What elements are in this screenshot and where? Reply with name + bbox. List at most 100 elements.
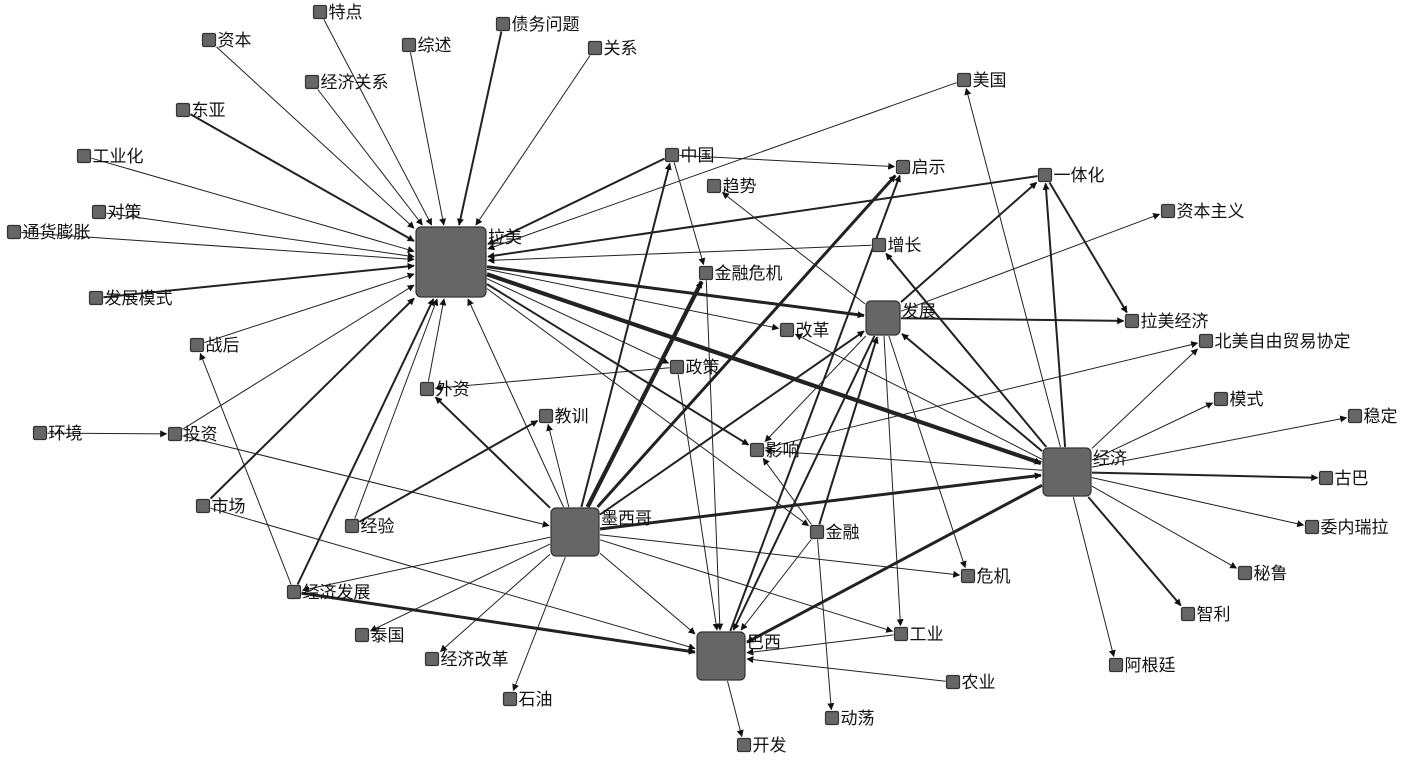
edge-meiguo-lamei — [487, 82, 957, 251]
node-label-agenting: 阿根廷 — [1125, 656, 1176, 676]
node-label-jinrong: 金融 — [826, 523, 860, 543]
node-guba — [1318, 470, 1334, 486]
node-tedian — [312, 4, 328, 20]
node-label-waizi: 外资 — [436, 380, 470, 400]
node-label-meiguo: 美国 — [973, 71, 1007, 91]
node-label-huanjing: 环境 — [49, 424, 83, 444]
node-jingjifazhan — [286, 584, 302, 600]
edge-economy-guba — [1091, 471, 1319, 482]
node-zhanhou — [189, 337, 205, 353]
edge-jinrong-yingxiang — [762, 457, 812, 525]
node-wending — [1347, 408, 1363, 424]
node-weiji — [960, 568, 976, 584]
node-fazhanmoshi — [88, 290, 104, 306]
node-jingjigaige — [424, 651, 440, 667]
node-label-dongdang: 动荡 — [841, 709, 875, 729]
node-label-lameijingji: 拉美经济 — [1141, 312, 1209, 332]
node-dev — [865, 300, 901, 336]
edge-lamei-gaige — [486, 268, 780, 331]
edge-zhengce-waizi — [434, 367, 670, 392]
node-qishi — [895, 159, 911, 175]
node-zhengce — [669, 359, 685, 375]
edge-gongyehua-lamei — [91, 157, 415, 253]
edge-dev-brazil — [732, 335, 876, 631]
node-label-tedian: 特点 — [329, 3, 363, 23]
node-label-dongya: 东亚 — [192, 101, 226, 121]
edge-zhongguo-jinrongweiji — [673, 162, 706, 266]
node-label-zhanhou: 战后 — [206, 336, 240, 356]
edge-economy-weineiruila — [1091, 477, 1305, 528]
edge-mexico-waizi — [434, 396, 551, 509]
node-label-touzi: 投资 — [184, 425, 218, 445]
edge-dev-gongye — [883, 335, 904, 627]
edge-lamei-zhengce — [486, 278, 670, 364]
node-label-brazil: 巴西 — [747, 633, 781, 653]
edge-economy-moshi — [1091, 402, 1214, 461]
node-huanjing — [32, 425, 48, 441]
edge-mexico-jingjifazhan — [301, 536, 551, 593]
node-dongya — [175, 102, 191, 118]
node-gongyehua — [76, 148, 92, 164]
node-lamei — [415, 226, 487, 298]
node-meiguo — [956, 72, 972, 88]
node-label-zhaiwu: 债务问题 — [512, 15, 580, 35]
edge-gongye-brazil — [746, 634, 894, 656]
node-label-qushi: 趋势 — [723, 177, 757, 197]
edge-mexico-brazil — [599, 552, 696, 635]
edge-mexico-shiyou — [512, 556, 566, 692]
node-label-mexico: 墨西哥 — [601, 509, 652, 529]
edge-jinrong-dev — [818, 336, 879, 525]
edge-economy-wending — [1091, 415, 1348, 468]
node-label-shiyou: 石油 — [519, 690, 553, 710]
node-zongshu — [401, 37, 417, 53]
edge-zongshu-lamei — [410, 52, 447, 226]
node-jinrong — [809, 524, 825, 540]
edge-jingjifazhan-brazil — [301, 591, 696, 655]
node-label-taiguo: 泰国 — [371, 626, 405, 646]
edge-dev-yitihua — [900, 181, 1038, 303]
node-kaifa — [736, 737, 752, 753]
edge-zhaiwu-lamei — [457, 31, 503, 226]
node-label-zhili: 智利 — [1197, 605, 1231, 625]
edge-lamei-jinrong — [486, 288, 810, 527]
node-label-duice: 对策 — [108, 203, 142, 223]
node-label-yingxiang: 影响 — [766, 441, 800, 461]
node-mexico — [550, 507, 600, 557]
node-gongye — [893, 626, 909, 642]
node-moshi — [1213, 391, 1229, 407]
node-label-dev: 发展 — [902, 302, 936, 322]
node-lameijingji — [1124, 313, 1140, 329]
edge-jingjiguanxi-lamei — [317, 89, 423, 226]
edge-mexico-taiguo — [369, 543, 551, 632]
edge-nongye-brazil — [746, 656, 946, 682]
node-taiguo — [354, 627, 370, 643]
node-shiyou — [502, 691, 518, 707]
node-label-economy: 经济 — [1093, 449, 1127, 469]
node-zibenzhuyi — [1160, 203, 1176, 219]
edge-mexico-zhongguo — [580, 162, 672, 508]
edge-mexico-lamei — [467, 298, 564, 508]
edge-zhongguo-qishi — [679, 154, 896, 170]
node-guanxi — [587, 40, 603, 56]
node-economy — [1042, 447, 1092, 497]
node-qushi — [706, 178, 722, 194]
node-label-ziben: 资本 — [218, 31, 252, 51]
node-label-zhengce: 政策 — [686, 358, 720, 378]
edge-mexico-qishi — [596, 174, 897, 509]
edge-brazil-qishi — [729, 174, 901, 632]
edge-jinrongweiji-brazil — [705, 280, 724, 631]
node-label-gongyehua: 工业化 — [93, 147, 144, 167]
edge-jingyan-lamei — [354, 298, 439, 519]
edge-jingyan-jiaoxun — [359, 419, 539, 523]
node-label-zibenzhuyi: 资本主义 — [1177, 202, 1245, 222]
node-label-beimei: 北美自由贸易协定 — [1215, 332, 1351, 352]
edge-touzi-mexico — [182, 435, 550, 528]
edge-economy-yingxiang — [764, 447, 1043, 471]
edge-fazhanmoshi-lamei — [103, 262, 415, 299]
edge-yitihua-lamei — [487, 175, 1038, 260]
edge-dongya-lamei — [190, 113, 415, 242]
node-gaige — [779, 322, 795, 338]
edge-guanxi-lamei — [475, 55, 591, 226]
edge-economy-beimei — [1091, 348, 1199, 449]
